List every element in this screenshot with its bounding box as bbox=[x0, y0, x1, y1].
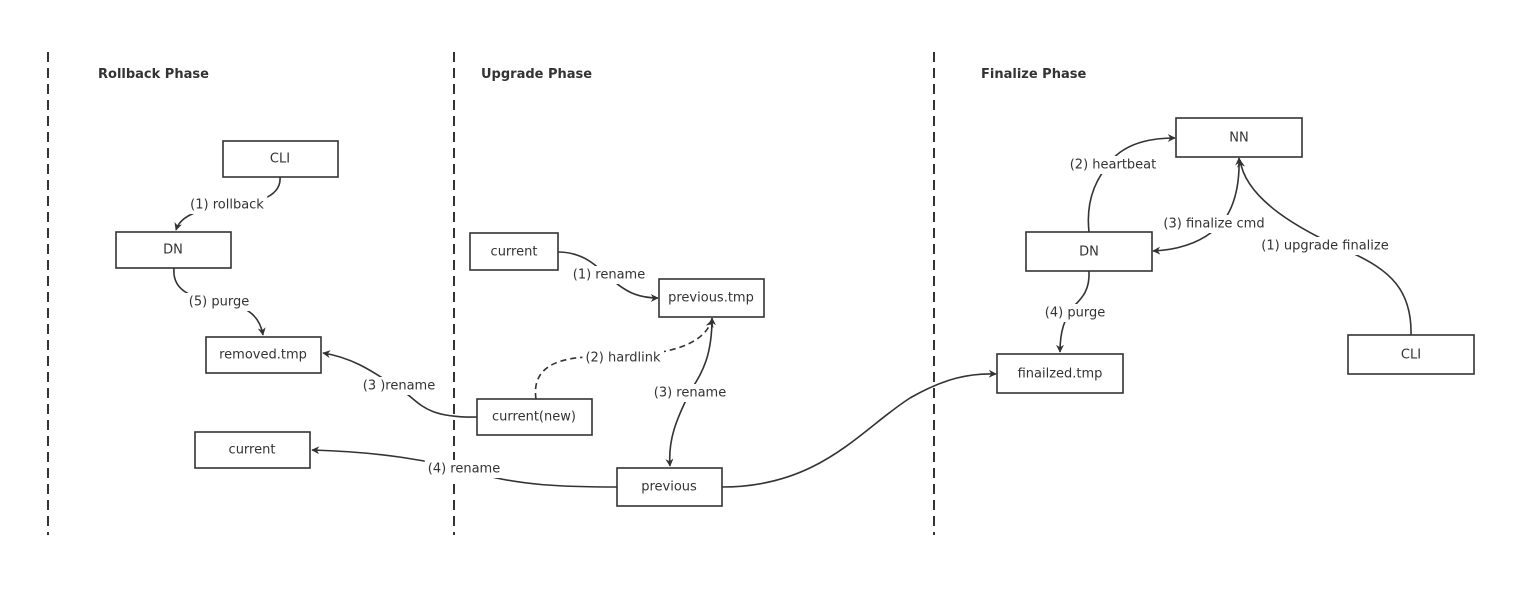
node-finalized-tmp[interactable]: finailzed.tmp bbox=[996, 353, 1124, 394]
svg-text:previous.tmp: previous.tmp bbox=[668, 291, 754, 306]
label-purge-rollback: (5) purge bbox=[185, 293, 253, 311]
svg-text:(1) rollback: (1) rollback bbox=[190, 198, 264, 213]
svg-text:(1) rename: (1) rename bbox=[573, 268, 645, 283]
label-rename3-upgrade: (3) rename bbox=[650, 384, 730, 402]
node-rollback-current[interactable]: current bbox=[194, 431, 311, 469]
label-heartbeat: (2) heartbeat bbox=[1066, 156, 1160, 174]
label-rename3-rollback: (3 )rename bbox=[359, 377, 439, 395]
node-previous[interactable]: previous bbox=[616, 467, 723, 507]
label-rename4-rollback: (4) rename bbox=[424, 460, 504, 478]
svg-text:DN: DN bbox=[163, 243, 183, 258]
node-upgrade-current[interactable]: current bbox=[469, 232, 559, 271]
rollback-phase-title: Rollback Phase bbox=[98, 67, 209, 82]
svg-text:(2) hardlink: (2) hardlink bbox=[585, 351, 661, 366]
svg-text:current: current bbox=[491, 245, 538, 260]
svg-text:DN: DN bbox=[1079, 245, 1099, 260]
node-previous-tmp[interactable]: previous.tmp bbox=[658, 278, 765, 318]
node-finalize-cli[interactable]: CLI bbox=[1347, 334, 1475, 375]
svg-text:removed.tmp: removed.tmp bbox=[219, 348, 307, 363]
svg-text:(2) heartbeat: (2) heartbeat bbox=[1070, 158, 1157, 173]
label-rename1-upgrade: (1) rename bbox=[569, 266, 649, 284]
node-rollback-dn[interactable]: DN bbox=[115, 231, 232, 269]
svg-text:CLI: CLI bbox=[1401, 348, 1421, 363]
label-upgrade-finalize: (1) upgrade finalize bbox=[1258, 237, 1392, 255]
upgrade-phase-title: Upgrade Phase bbox=[481, 67, 592, 82]
svg-text:finailzed.tmp: finailzed.tmp bbox=[1018, 367, 1103, 382]
finalize-phase-title: Finalize Phase bbox=[981, 67, 1086, 82]
svg-text:(4) rename: (4) rename bbox=[428, 462, 500, 477]
node-current-new[interactable]: current(new) bbox=[476, 398, 593, 436]
svg-text:CLI: CLI bbox=[270, 152, 290, 167]
svg-text:NN: NN bbox=[1229, 131, 1248, 146]
node-removed-tmp[interactable]: removed.tmp bbox=[205, 336, 322, 374]
svg-text:(5) purge: (5) purge bbox=[189, 295, 249, 310]
svg-text:(3 )rename: (3 )rename bbox=[363, 379, 435, 394]
node-rollback-cli[interactable]: CLI bbox=[222, 140, 339, 178]
label-finalize-cmd: (3) finalize cmd bbox=[1160, 215, 1268, 233]
node-finalize-dn[interactable]: DN bbox=[1025, 231, 1153, 272]
edge-previous-to-finalized bbox=[721, 369, 997, 488]
svg-text:current(new): current(new) bbox=[492, 410, 576, 425]
label-hardlink-upgrade: (2) hardlink bbox=[582, 349, 665, 367]
svg-text:previous: previous bbox=[641, 480, 697, 495]
label-purge-finalize: (4) purge bbox=[1041, 304, 1109, 322]
svg-text:(4) purge: (4) purge bbox=[1045, 306, 1105, 321]
svg-text:(3) rename: (3) rename bbox=[654, 386, 726, 401]
node-nn[interactable]: NN bbox=[1175, 117, 1303, 158]
svg-text:(1) upgrade finalize: (1) upgrade finalize bbox=[1261, 239, 1388, 254]
svg-text:current: current bbox=[229, 443, 276, 458]
svg-text:(3) finalize cmd: (3) finalize cmd bbox=[1163, 217, 1264, 232]
edge-finalize-cmd bbox=[1152, 157, 1244, 255]
label-rollback: (1) rollback bbox=[187, 196, 268, 214]
